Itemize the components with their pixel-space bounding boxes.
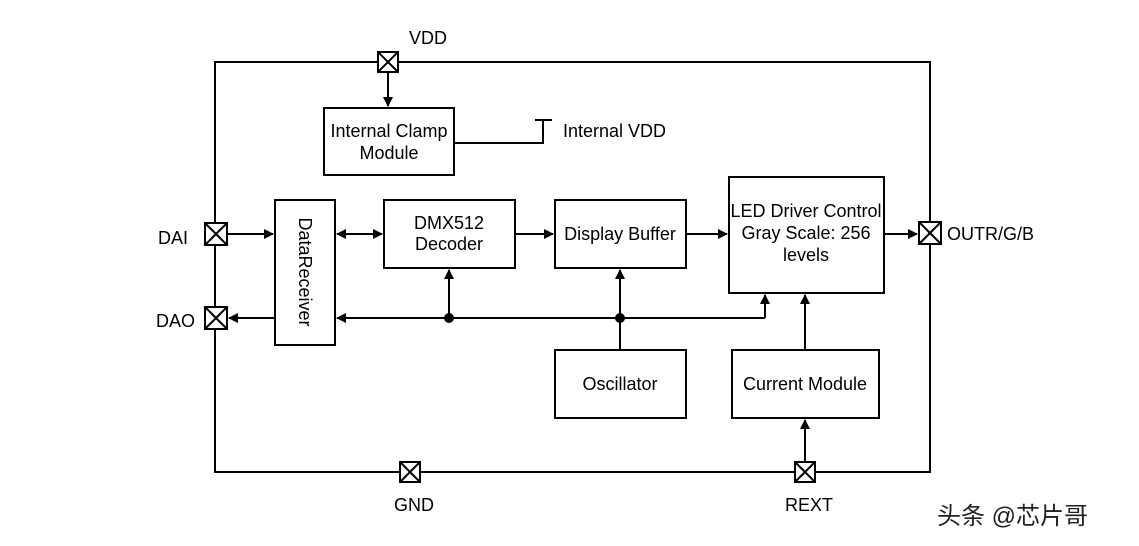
led-label-1: LED Driver Control xyxy=(730,201,881,221)
vdd-label: VDD xyxy=(409,28,447,48)
clamp-label-1: Internal Clamp xyxy=(330,121,447,141)
current-module-block: Current Module xyxy=(731,349,880,419)
watermark: 头条 @芯片哥 xyxy=(937,503,1088,530)
dai-label: DAI xyxy=(158,228,188,248)
internal-vdd-label: Internal VDD xyxy=(563,121,666,141)
gnd-label: GND xyxy=(394,495,434,515)
dai-pad xyxy=(204,222,228,246)
decoder-label-2: Decoder xyxy=(415,234,483,254)
receiver-label: DataReceiver xyxy=(295,217,315,326)
rext-label: REXT xyxy=(785,495,833,515)
clamp-block: Internal Clamp Module xyxy=(323,107,455,176)
vdd-pad xyxy=(377,51,399,73)
dmx512-decoder-block: DMX512 Decoder xyxy=(383,199,516,269)
junction-dot xyxy=(444,313,454,323)
junction-dot xyxy=(615,313,625,323)
decoder-label-1: DMX512 xyxy=(414,213,484,233)
current-label: Current Module xyxy=(743,374,867,394)
led-label-2: Gray Scale: 256 xyxy=(741,223,870,243)
out-label: OUTR/G/B xyxy=(947,224,1034,244)
oscillator-label: Oscillator xyxy=(582,374,657,394)
gnd-pad xyxy=(399,461,421,483)
display-buffer-block: Display Buffer xyxy=(554,199,687,269)
connections xyxy=(227,72,918,462)
rext-pad xyxy=(794,461,816,483)
outer-frame xyxy=(214,61,931,473)
out-pad xyxy=(918,221,942,245)
dao-label: DAO xyxy=(156,311,195,331)
data-receiver-block: DataReceiver xyxy=(274,199,336,346)
buffer-label: Display Buffer xyxy=(564,224,676,244)
led-label-3: levels xyxy=(783,245,829,265)
oscillator-block: Oscillator xyxy=(554,349,687,419)
dao-pad xyxy=(204,306,228,330)
led-driver-control-block: LED Driver Control Gray Scale: 256 level… xyxy=(728,176,885,294)
clamp-label-2: Module xyxy=(359,143,418,163)
